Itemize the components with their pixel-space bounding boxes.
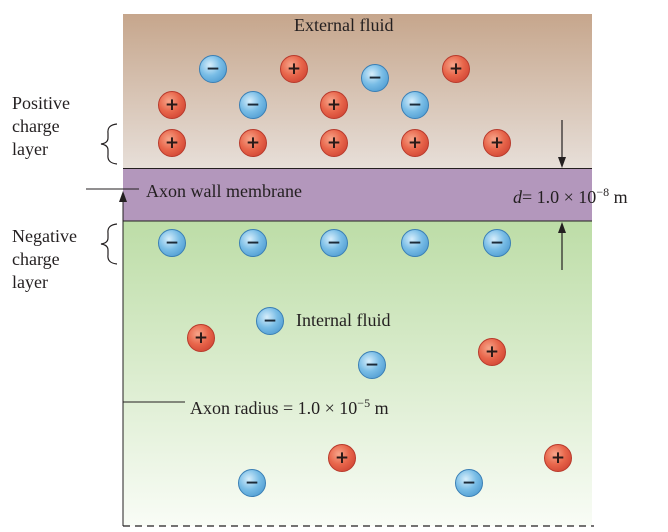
positive-ion: + xyxy=(478,338,506,366)
thickness-symbol: d xyxy=(513,187,522,207)
axon-radius-label: Axon radius = 1.0 × 10−5 m xyxy=(190,392,389,420)
negative-ion: − xyxy=(401,91,429,119)
negative-layer-ion: − xyxy=(158,229,186,257)
axon-radius-arrowhead xyxy=(119,191,127,202)
positive-charge-layer-line-1: Positive xyxy=(12,93,71,113)
axon-radius-prefix: Axon radius = 1.0 × 10 xyxy=(190,398,358,418)
positive-charge-layer-line-2: charge xyxy=(12,116,60,136)
negative-ion: − xyxy=(238,469,266,497)
negative-ion: − xyxy=(455,469,483,497)
negative-layer-ion: − xyxy=(239,229,267,257)
positive-ion: + xyxy=(320,91,348,119)
negative-charge-layer-line-3: layer xyxy=(12,272,48,292)
internal-fluid-region xyxy=(123,221,592,526)
external-fluid-region xyxy=(123,14,592,169)
positive-ion: + xyxy=(442,55,470,83)
negative-ion: − xyxy=(358,351,386,379)
axon-radius-unit: m xyxy=(370,398,389,418)
negative-ion: − xyxy=(361,64,389,92)
positive-ion: + xyxy=(158,91,186,119)
thickness-exponent: −8 xyxy=(596,185,610,199)
negative-charge-layer-label: Negative charge layer xyxy=(12,225,77,294)
thickness-arrowhead-top xyxy=(558,157,566,168)
positive-layer-ion: + xyxy=(320,129,348,157)
negative-ion: − xyxy=(256,307,284,335)
axon-wall-membrane-label: Axon wall membrane xyxy=(146,181,302,201)
thickness-value: = 1.0 × 10 xyxy=(522,187,597,207)
negative-charge-layer-line-1: Negative xyxy=(12,226,77,246)
membrane-thickness-label: d= 1.0 × 10−8 m xyxy=(513,181,628,209)
thickness-arrowhead-bottom xyxy=(558,222,566,233)
positive-ion: + xyxy=(328,444,356,472)
positive-charge-layer-label: Positive charge layer xyxy=(12,92,70,161)
axon-wall-membrane xyxy=(123,169,592,221)
negative-ion: − xyxy=(239,91,267,119)
positive-ion: + xyxy=(280,55,308,83)
negative-layer-ion: − xyxy=(401,229,429,257)
positive-layer-ion: + xyxy=(239,129,267,157)
negative-layer-brace xyxy=(100,223,118,265)
positive-charge-layer-line-3: layer xyxy=(12,139,48,159)
external-fluid-label: External fluid xyxy=(294,15,394,35)
positive-layer-brace xyxy=(100,123,118,165)
positive-layer-ion: + xyxy=(158,129,186,157)
negative-layer-ion: − xyxy=(320,229,348,257)
positive-ion: + xyxy=(544,444,572,472)
internal-fluid-label: Internal fluid xyxy=(296,310,391,330)
negative-layer-ion: − xyxy=(483,229,511,257)
positive-ion: + xyxy=(187,324,215,352)
positive-layer-ion: + xyxy=(401,129,429,157)
negative-ion: − xyxy=(199,55,227,83)
negative-charge-layer-line-2: charge xyxy=(12,249,60,269)
thickness-unit: m xyxy=(609,187,628,207)
axon-radius-exponent: −5 xyxy=(357,396,371,410)
positive-layer-ion: + xyxy=(483,129,511,157)
